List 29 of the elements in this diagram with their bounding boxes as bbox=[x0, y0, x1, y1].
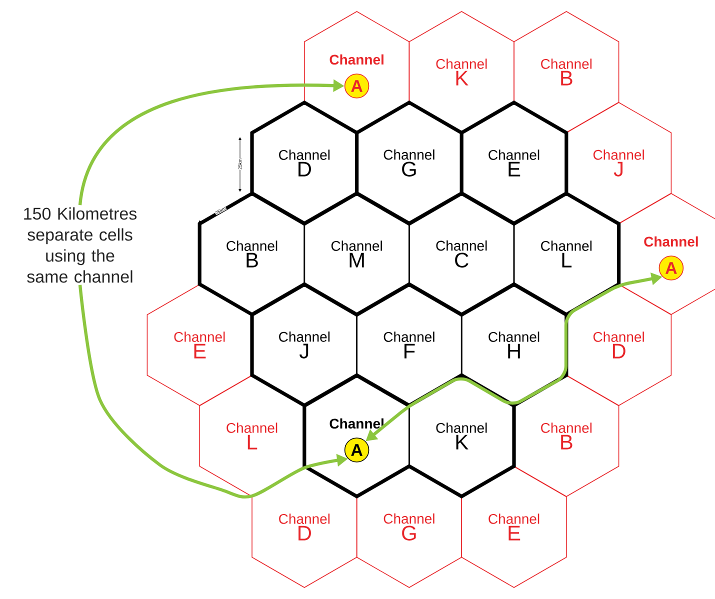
hexagon-cell: Channel B bbox=[514, 11, 620, 133]
hexagon-cell: Channel J bbox=[566, 102, 672, 224]
hexagon-cell: Channel K bbox=[408, 374, 515, 498]
node-label: Channel bbox=[384, 149, 434, 160]
channel-badge: A bbox=[344, 74, 370, 98]
hexagon-cell: Channel M bbox=[304, 192, 410, 316]
hexagon-cell: Channel L bbox=[199, 375, 305, 497]
annotation-text: 150 Kilometres separate cells using the same channel bbox=[24, 207, 137, 283]
channel-badge: A bbox=[344, 438, 370, 462]
node-label: Channel bbox=[279, 332, 330, 342]
node-label: Channel bbox=[330, 418, 384, 429]
channel-badge: A bbox=[658, 256, 684, 280]
hexagon-cell: Channel H bbox=[460, 284, 568, 406]
node-label: Channel bbox=[488, 150, 540, 160]
node-label: D bbox=[298, 162, 311, 176]
hexagon-cell: Channel K bbox=[408, 11, 514, 133]
hexagon-cell: Channel L bbox=[513, 192, 620, 316]
node-label: E bbox=[508, 162, 520, 176]
hexagon-cell: Channel E bbox=[461, 466, 567, 588]
node-label: G bbox=[402, 162, 416, 177]
hexagon-cell: Channel C bbox=[408, 192, 515, 316]
hexagon-cell: Channel B bbox=[514, 375, 620, 497]
node-label: J bbox=[299, 344, 308, 358]
hexagon-cell: Channel D bbox=[566, 284, 672, 406]
hexagon-cell: Channel F bbox=[356, 284, 462, 406]
node-label: Channel bbox=[279, 150, 330, 160]
hexagon-cell: Channel G bbox=[356, 466, 462, 588]
hexagon-cell: Channel D bbox=[252, 466, 358, 588]
hexagon-cell: Channel E bbox=[146, 284, 252, 406]
